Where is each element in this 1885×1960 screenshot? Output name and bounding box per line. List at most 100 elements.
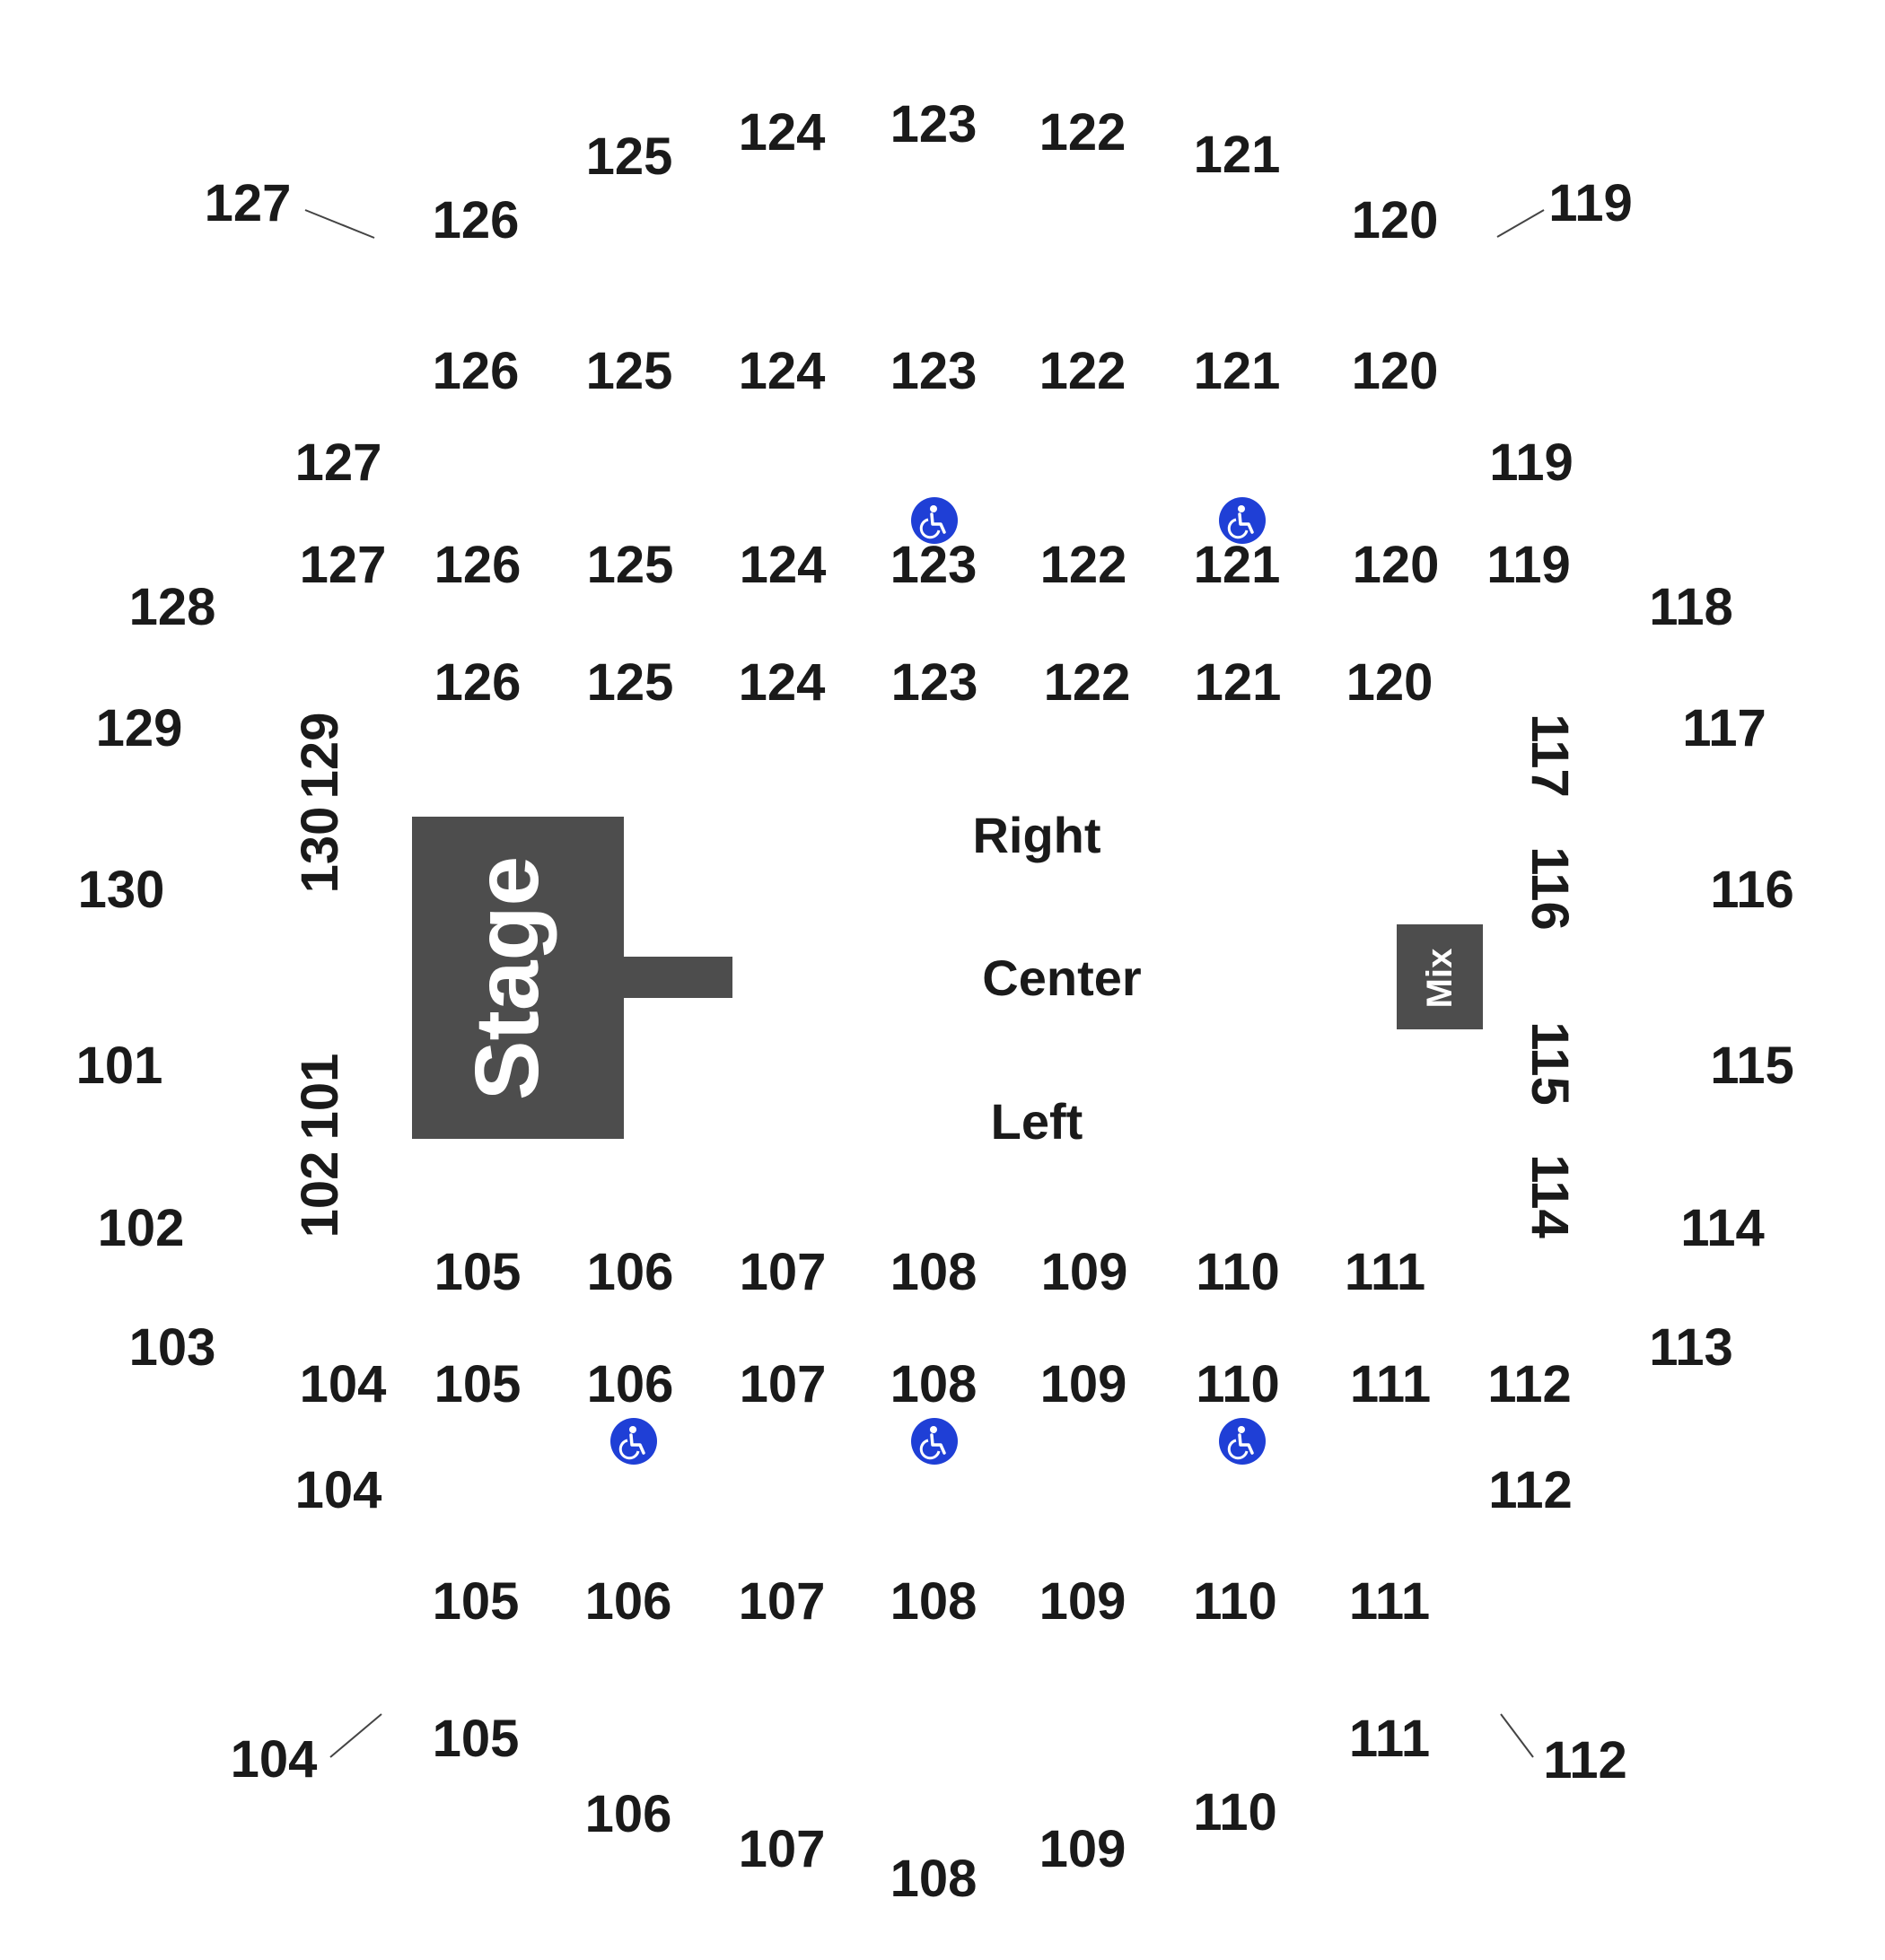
section-label[interactable]: 109 [1040, 1243, 1128, 1301]
section-label[interactable]: 110 [1193, 1783, 1277, 1842]
section-label[interactable]: 108 [890, 1850, 978, 1908]
section-label[interactable]: 108 [890, 1572, 978, 1631]
section-label[interactable]: 105 [434, 1243, 522, 1301]
section-label[interactable]: 125 [585, 127, 673, 186]
section-label[interactable]: 119 [1489, 433, 1574, 492]
section-label[interactable]: 129 [291, 712, 349, 800]
section-label[interactable]: 127 [294, 433, 382, 492]
section-label[interactable]: 120 [1352, 536, 1440, 594]
section-label[interactable]: 125 [585, 342, 673, 400]
section-label[interactable]: 112 [1488, 1461, 1573, 1519]
section-label[interactable]: 111 [1348, 1572, 1431, 1631]
section-label[interactable]: 119 [1548, 174, 1633, 232]
section-label[interactable]: 112 [1543, 1731, 1627, 1789]
section-label[interactable]: 109 [1039, 1572, 1127, 1631]
section-label[interactable]: 122 [1039, 342, 1127, 400]
section-label[interactable]: 122 [1043, 653, 1131, 712]
section-label[interactable]: 105 [432, 1572, 520, 1631]
section-label[interactable]: 115 [1521, 1021, 1579, 1106]
section-label[interactable]: 130 [291, 806, 349, 894]
section-label[interactable]: 114 [1680, 1199, 1765, 1257]
section-label[interactable]: 106 [584, 1785, 672, 1843]
section-label[interactable]: 104 [230, 1730, 318, 1789]
section-label[interactable]: 126 [432, 191, 520, 249]
wheelchair-icon[interactable] [911, 497, 958, 544]
section-label[interactable]: 110 [1196, 1355, 1280, 1413]
section-label[interactable]: 104 [299, 1355, 387, 1413]
stage-thrust [624, 957, 732, 998]
section-label[interactable]: 105 [432, 1710, 520, 1768]
section-label[interactable]: 111 [1348, 1710, 1431, 1768]
section-label[interactable]: 106 [586, 1355, 674, 1413]
section-label[interactable]: 130 [77, 861, 165, 919]
section-label[interactable]: 104 [294, 1461, 382, 1519]
section-label[interactable]: 120 [1351, 191, 1439, 249]
section-label[interactable]: 118 [1649, 578, 1733, 636]
wheelchair-icon[interactable] [911, 1418, 958, 1465]
mix-label: Mix [1420, 948, 1460, 1009]
section-label[interactable]: 126 [434, 536, 522, 594]
section-label[interactable]: 105 [434, 1355, 522, 1413]
section-label[interactable]: 110 [1193, 1572, 1277, 1631]
section-label[interactable]: 115 [1710, 1037, 1794, 1095]
section-label[interactable]: 121 [1193, 536, 1281, 594]
section-label[interactable]: 126 [434, 653, 522, 712]
section-label[interactable]: 127 [204, 174, 292, 232]
section-label[interactable]: 107 [739, 1243, 827, 1301]
section-label[interactable]: 120 [1351, 342, 1439, 400]
section-label[interactable]: 123 [890, 536, 978, 594]
section-label[interactable]: 124 [738, 103, 826, 162]
section-label[interactable]: 121 [1194, 653, 1282, 712]
section-label[interactable]: 111 [1344, 1243, 1426, 1301]
section-label[interactable]: 121 [1193, 342, 1281, 400]
section-label[interactable]: 103 [128, 1318, 216, 1377]
section-label[interactable]: 123 [890, 342, 978, 400]
wheelchair-icon[interactable] [610, 1418, 657, 1465]
section-label[interactable]: 128 [128, 578, 216, 636]
section-label[interactable]: 112 [1487, 1355, 1572, 1413]
section-label[interactable]: 108 [890, 1355, 978, 1413]
section-label[interactable]: 119 [1486, 536, 1571, 594]
section-label[interactable]: 116 [1710, 861, 1794, 919]
section-label[interactable]: 113 [1649, 1318, 1733, 1377]
section-label[interactable]: 123 [890, 653, 978, 712]
section-label[interactable]: 125 [586, 536, 674, 594]
section-label[interactable]: 101 [75, 1037, 163, 1095]
section-label[interactable]: 129 [95, 699, 183, 757]
section-label[interactable]: 101 [291, 1053, 349, 1141]
floor-zone-right[interactable]: Right [972, 807, 1101, 863]
section-label[interactable]: 122 [1039, 103, 1127, 162]
stage [412, 817, 624, 1139]
section-label[interactable]: 111 [1349, 1355, 1432, 1413]
section-label[interactable]: 122 [1039, 536, 1127, 594]
section-label[interactable]: 124 [738, 342, 826, 400]
wheelchair-icon[interactable] [1219, 497, 1266, 544]
leader-line-112 [1500, 1713, 1534, 1758]
section-label[interactable]: 121 [1193, 126, 1281, 184]
section-label[interactable]: 107 [739, 1355, 827, 1413]
section-label[interactable]: 124 [738, 653, 826, 712]
section-label[interactable]: 127 [299, 536, 387, 594]
section-label[interactable]: 102 [291, 1151, 349, 1238]
section-label[interactable]: 109 [1039, 1820, 1127, 1878]
section-label[interactable]: 109 [1039, 1355, 1127, 1413]
section-label[interactable]: 120 [1346, 653, 1433, 712]
section-label[interactable]: 116 [1521, 846, 1579, 931]
section-label[interactable]: 110 [1196, 1243, 1280, 1301]
section-label[interactable]: 123 [890, 95, 978, 153]
section-label[interactable]: 114 [1521, 1154, 1579, 1238]
section-label[interactable]: 117 [1682, 699, 1767, 757]
section-label[interactable]: 107 [738, 1572, 826, 1631]
section-label[interactable]: 102 [97, 1199, 185, 1257]
floor-zone-center[interactable]: Center [982, 949, 1142, 1006]
wheelchair-icon[interactable] [1219, 1418, 1266, 1465]
section-label[interactable]: 108 [890, 1243, 978, 1301]
floor-zone-left[interactable]: Left [990, 1093, 1083, 1150]
section-label[interactable]: 124 [739, 536, 827, 594]
section-label[interactable]: 107 [738, 1820, 826, 1878]
section-label[interactable]: 126 [432, 342, 520, 400]
section-label[interactable]: 117 [1521, 713, 1579, 798]
section-label[interactable]: 125 [586, 653, 674, 712]
section-label[interactable]: 106 [584, 1572, 672, 1631]
section-label[interactable]: 106 [586, 1243, 674, 1301]
